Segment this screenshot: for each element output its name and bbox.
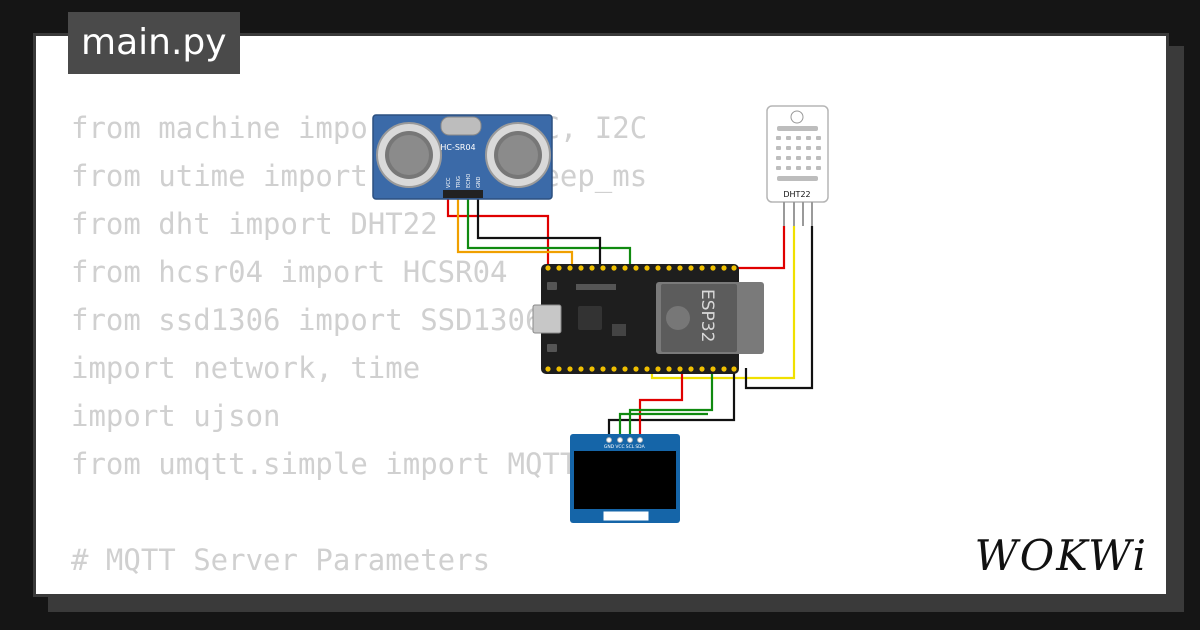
dht-label: DHT22 [783,190,810,199]
ultrasonic-pin-echo: ECHO [466,174,472,188]
espressif-logo [666,306,690,330]
wokwi-logo: WOKWi [974,531,1148,580]
dht22-sensor[interactable]: DHT22 [766,105,829,226]
smd-components [576,284,616,290]
wire-dht-vcc[interactable] [734,226,786,270]
esp32-top-pins [545,265,737,271]
ultrasonic-label: HC-SR04 [440,143,475,152]
oled-pin-vcc: VCC [615,444,624,450]
esp32-board[interactable]: ESP32 [532,264,764,374]
code-line-10: # MQTT Server Parameters [71,543,491,577]
reset-button[interactable] [547,344,557,352]
wire-ultrasonic-echo[interactable] [466,196,632,268]
oled-pin-gnd: GND [604,444,615,450]
ultrasonic-pin-vcc: VCC [446,177,452,188]
esp32-bottom-pins [545,366,737,372]
regulator [612,324,626,336]
wire-oled-vcc[interactable] [638,368,684,440]
code-line-6: import network, time [71,351,421,385]
usb-port [532,304,562,334]
esp32-shield [661,284,737,352]
crystal-oscillator [440,116,482,136]
oled-pin-holes [606,437,643,443]
transducer-right [485,122,551,188]
boot-button[interactable] [547,282,557,290]
ultrasonic-header [443,190,483,198]
esp32-label: ESP32 [697,289,717,342]
wire-oled-gnd[interactable] [607,368,736,440]
oled-pin-scl: SCL [626,444,635,450]
wire-ultrasonic-vcc[interactable] [446,196,550,268]
usb-chip [578,306,602,330]
ultrasonic-pin-trig: TRIG [456,176,462,189]
transducer-left [376,122,442,188]
dht-legs [783,202,813,226]
wire-ultrasonic-trig[interactable] [456,196,574,268]
wire-oled-sda[interactable] [618,412,708,440]
wire-dht-gnd[interactable] [744,226,814,390]
ultrasonic-pin-gnd: GND [476,176,482,188]
file-tab[interactable]: main.py [68,12,240,74]
wire-ultrasonic-gnd[interactable] [476,196,602,268]
code-line-4: from hcsr04 import HCSR04 [71,255,508,289]
code-line-5: from ssd1306 import SSD1306_I2C [71,303,613,337]
code-line-11: MQTT_CLIENT_ID = "... [71,584,682,594]
code-line-3: from dht import DHT22 [71,207,438,241]
oled-screen [574,451,676,509]
dht-grill [776,126,821,181]
ultrasonic-sensor[interactable]: HC-SR04 VCC TRIG ECHO GND [372,114,553,200]
oled-ribbon [602,510,650,522]
wires [446,196,814,440]
code-line-7: import ujson [71,399,281,433]
oled-display[interactable]: GND VCC SCL SDA [570,434,680,523]
oled-pin-sda: SDA [635,444,645,450]
wire-oled-scl[interactable] [628,368,714,440]
